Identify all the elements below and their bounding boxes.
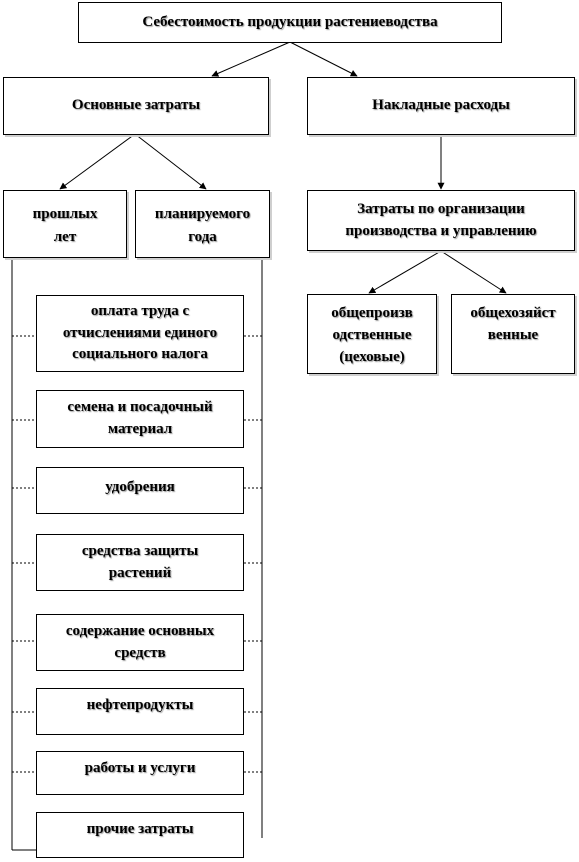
item-oil-products-label: нефтепродукты — [86, 697, 194, 713]
org-costs-box: Затраты по организации производства и уп… — [307, 190, 575, 251]
main-costs-box: Основные затраты — [3, 77, 269, 135]
item-labor-label: оплата труда с отчислениями единого соци… — [62, 302, 218, 363]
planned-year-label: планируемого года — [154, 206, 251, 245]
general-business-label: общехозяйст венные — [470, 305, 556, 343]
general-production-box: общепроизв одственные (цеховые) — [307, 294, 437, 374]
planned-year-box: планируемого года — [135, 190, 270, 258]
item-seeds-label: семена и посадочный материал — [67, 399, 213, 437]
arrow-root-to-overhead — [289, 41, 358, 77]
arrow-root-to-main — [211, 41, 291, 77]
item-seeds: семена и посадочный материал — [36, 390, 244, 448]
item-fertilizers: удобрения — [36, 467, 244, 514]
item-fixed-assets: содержание основных средств — [36, 614, 244, 671]
root-label: Себестоимость продукции растениеводства — [142, 13, 438, 30]
overhead-box: Накладные расходы — [307, 77, 575, 135]
item-labor: оплата труда с отчислениями единого соци… — [36, 295, 244, 372]
arrow-main-to-planned — [134, 133, 207, 190]
item-plant-protection: средства защиты растений — [36, 534, 244, 591]
arrow-org-to-general-business — [440, 250, 507, 294]
root-box: Себестоимость продукции растениеводства — [78, 2, 502, 43]
item-works-services-label: работы и услуги — [84, 760, 196, 776]
general-production-label: общепроизв одственные (цеховые) — [331, 305, 413, 365]
item-fixed-assets-label: содержание основных средств — [65, 622, 215, 661]
general-business-box: общехозяйст венные — [451, 294, 575, 374]
arrow-org-to-general-production — [368, 250, 442, 294]
overhead-label: Накладные расходы — [372, 97, 510, 114]
arrow-main-to-past — [59, 133, 136, 190]
past-years-box: прошлых лет — [3, 190, 127, 258]
item-plant-protection-label: средства защиты растений — [81, 542, 199, 581]
item-fertilizers-label: удобрения — [105, 479, 175, 495]
item-other-costs: прочие затраты — [36, 812, 244, 858]
item-works-services: работы и услуги — [36, 751, 244, 795]
item-other-costs-label: прочие затраты — [86, 821, 194, 837]
past-years-label: прошлых лет — [32, 206, 98, 245]
org-costs-label: Затраты по организации производства и уп… — [345, 200, 537, 239]
main-costs-label: Основные затраты — [71, 97, 201, 114]
item-oil-products: нефтепродукты — [36, 688, 244, 735]
